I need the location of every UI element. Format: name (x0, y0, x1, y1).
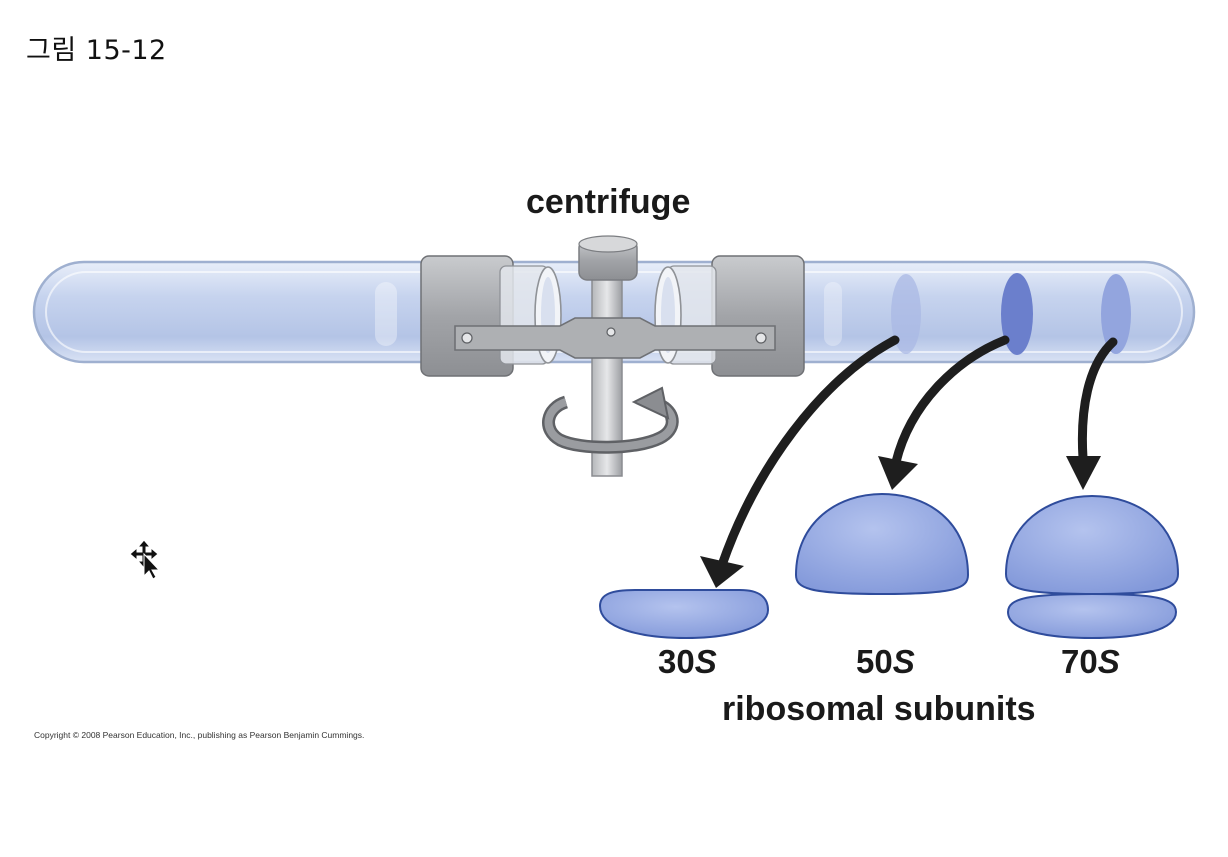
copyright-notice: Copyright © 2008 Pearson Education, Inc.… (34, 730, 365, 740)
subunit-70s-shape (1004, 494, 1180, 640)
band-30s (891, 274, 921, 354)
band-50s (1001, 273, 1033, 355)
centrifuge-label: centrifuge (526, 183, 691, 221)
sediment-bands (891, 273, 1131, 355)
subunit-50s-label: 50S (856, 643, 915, 680)
centrifuge-machine (420, 235, 805, 477)
arrows (700, 335, 1118, 588)
arrow-to-30s (717, 335, 900, 570)
subunit-70s-label: 70S (1061, 643, 1120, 680)
figure-title: 그림 15-12 (26, 35, 167, 66)
rotation-arrow-icon (542, 386, 679, 454)
move-cursor-icon (129, 539, 161, 580)
arrow-to-50s (891, 335, 1010, 467)
subunit-50s-shape (794, 492, 970, 596)
subunit-30s-shape (598, 589, 770, 640)
subunit-30s-label: 30S (658, 643, 717, 680)
ribosomal-subunits-label: ribosomal subunits (722, 690, 1036, 728)
band-70s (1101, 274, 1131, 354)
arrow-to-70s (1077, 337, 1118, 463)
